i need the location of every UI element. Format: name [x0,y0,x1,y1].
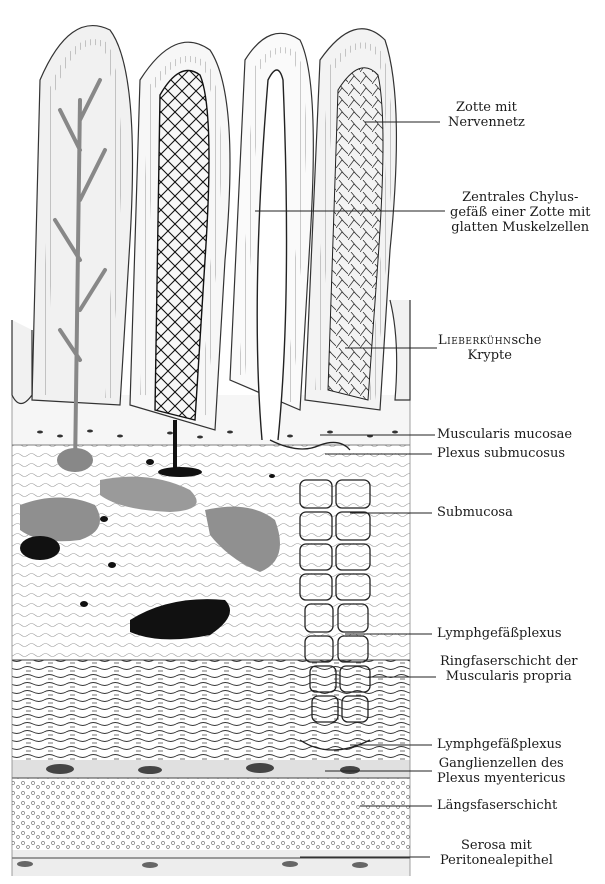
label-lymphgefaessplexus-2: Lymphgefäßplexus [437,737,562,752]
label-ganglienzellen: Ganglienzellen des Plexus myentericus [437,756,565,786]
label-muscularis-mucosae: Muscularis mucosae [437,427,572,442]
serosa-layer [12,850,410,876]
label-submucosa: Submucosa [437,505,513,520]
label-laengsfaserschicht: Längsfaserschicht [437,798,557,813]
vessel-dark-1 [20,536,60,560]
label-krypte: Lieberkühnsche Krypte [438,333,541,363]
krypte-suffix: sche [511,333,541,348]
krypte-name: Lieberkühn [438,333,511,348]
label-lymphgefaessplexus-1: Lymphgefäßplexus [437,626,562,641]
laengsfaser-layer [12,778,410,850]
label-serosa: Serosa mit Peritonealepithel [440,838,553,868]
crypt-left [12,320,32,404]
villus-3 [230,33,313,440]
vessel-gray-1 [20,498,100,542]
label-chylus: Zentrales Chylus- gefäß einer Zotte mit … [450,190,591,235]
villus-4 [305,29,396,410]
crypt-right [390,300,410,400]
label-ringfaserschicht: Ringfaserschicht der Muscularis propria [440,654,578,684]
label-plexus-submucosus: Plexus submucosus [437,446,565,461]
label-zotte: Zotte mit Nervennetz [448,100,525,130]
